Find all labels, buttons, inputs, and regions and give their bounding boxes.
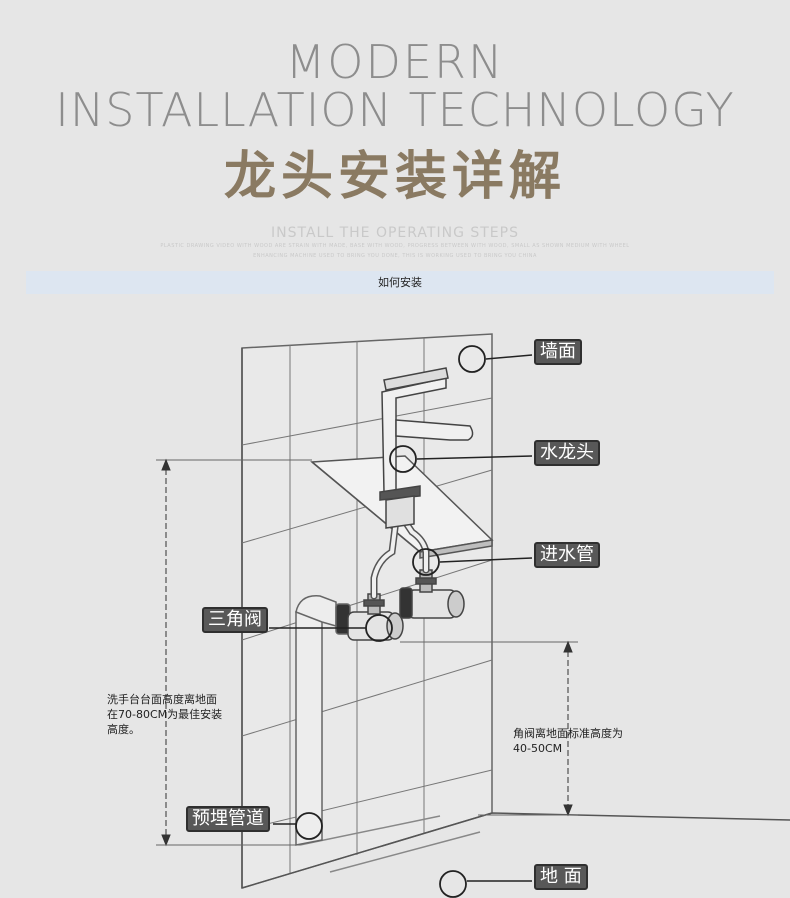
section-bar-label: 如何安装 [378, 276, 422, 289]
title-cn: 龙头安装详解 [223, 147, 566, 207]
label-wall: 墙面 [534, 339, 582, 365]
label-faucet: 水龙头 [534, 440, 600, 466]
title-line-2: INSTALLATION TECHNOLOGY [55, 83, 735, 137]
section-bar: 如何安装 [26, 271, 774, 294]
note-basin-line-1: 洗手台台面高度离地面 [107, 693, 217, 706]
fine-print-1: PLASTIC DRAWING VIDEO WITH WOOD ARE STRA… [160, 243, 630, 249]
note-basin-line-3: 高度。 [107, 723, 140, 736]
fine-print-2: ENHANCING MACHINE USED TO BRING YOU DONE… [253, 253, 537, 259]
callout-circles [295, 345, 486, 898]
label-inlet-pipe: 进水管 [534, 542, 600, 568]
callout-lines [269, 354, 533, 882]
embedded-pipe [295, 595, 351, 846]
faucet [379, 367, 474, 529]
label-floor: 地 面 [534, 864, 588, 890]
label-angle-valve: 三角阀 [202, 607, 268, 633]
note-basin-line-2: 在70-80CM为最佳安装 [107, 708, 223, 721]
note-basin-height: 洗手台台面高度离地面 在70-80CM为最佳安装 高度。 [107, 692, 222, 737]
angle-valve-right [399, 569, 465, 619]
angle-valve-left [347, 593, 404, 641]
title-line-1: MODERN [285, 35, 505, 89]
note-valve-line-2: 40-50CM [513, 742, 563, 755]
dimension-lines [156, 458, 578, 847]
label-embedded-pipe: 预埋管道 [186, 806, 270, 832]
note-valve-line-1: 角阀离地面标准高度为 [513, 727, 623, 740]
note-valve-height: 角阀离地面标准高度为 40-50CM [513, 726, 623, 756]
subtitle: INSTALL THE OPERATING STEPS [271, 225, 519, 241]
floor [241, 812, 790, 889]
